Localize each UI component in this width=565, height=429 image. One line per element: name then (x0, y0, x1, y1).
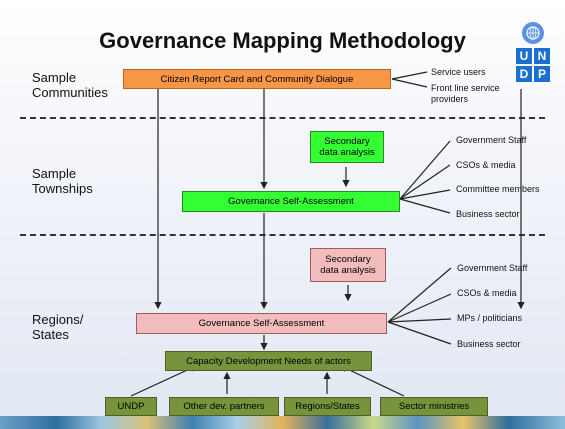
stakeholder-label: CSOs & media (456, 160, 516, 170)
stakeholder-label: MPs / politicians (457, 313, 523, 323)
stakeholder-label: Government Staff (456, 135, 527, 145)
stakeholder-label: CSOs & media (457, 288, 517, 298)
stakeholder-label: Front line service providers (431, 83, 500, 104)
section-label-townships: Sample Townships (32, 166, 93, 196)
stakeholder-label: Business sector (456, 209, 520, 219)
section-label-regions: Regions/ States (32, 312, 84, 342)
secondary-data-analysis-box: Secondary data analysis (310, 131, 384, 163)
stakeholder-label: Government Staff (457, 263, 528, 273)
logo-letter: D (516, 66, 532, 82)
un-emblem-icon (522, 22, 544, 44)
logo-letter: U (516, 48, 532, 64)
capacity-development-box: Capacity Development Needs of actors (165, 351, 372, 371)
section-divider (20, 234, 545, 236)
secondary-data-analysis-box: Secondary data analysis (310, 248, 386, 282)
page-title: Governance Mapping Methodology (99, 28, 466, 53)
section-divider (20, 117, 545, 119)
stakeholder-label: Business sector (457, 339, 521, 349)
citizen-report-card-box: Citizen Report Card and Community Dialog… (123, 69, 391, 89)
region-self-assessment-box: Governance Self-Assessment (136, 313, 387, 334)
decorative-footer-strip (0, 416, 565, 429)
stakeholder-label: Committee members (456, 184, 540, 194)
actor-box-other-partners: Other dev. partners (169, 397, 279, 416)
section-label-communities: Sample Communities (32, 70, 108, 100)
township-self-assessment-box: Governance Self-Assessment (182, 191, 400, 212)
logo-letter: P (534, 66, 550, 82)
actor-box-undp: UNDP (105, 397, 157, 416)
undp-logo: U N D P (516, 22, 550, 82)
stakeholder-label: Service users (431, 67, 486, 77)
actor-box-regions-states: Regions/States (284, 397, 371, 416)
logo-letter: N (534, 48, 550, 64)
actor-box-sector-ministries: Sector ministries (380, 397, 488, 416)
